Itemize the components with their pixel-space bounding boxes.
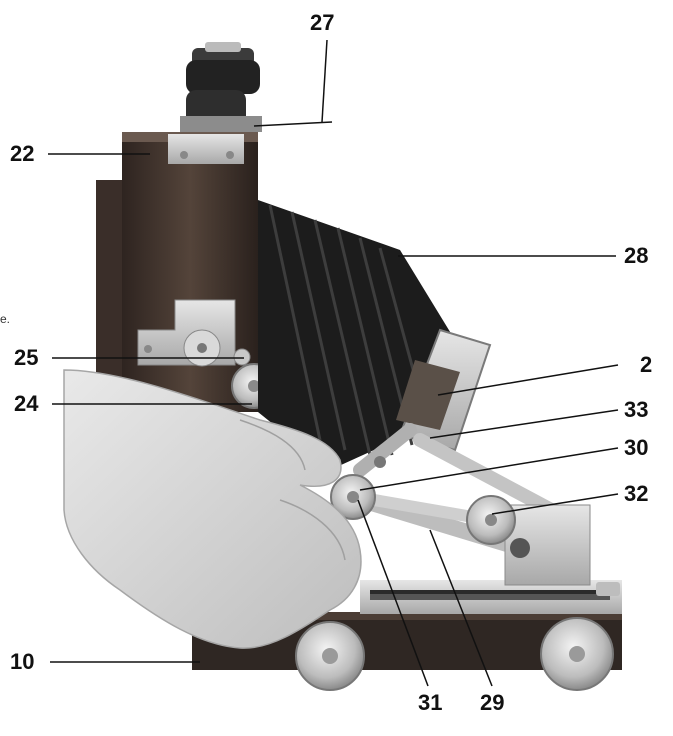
- callout-30: 30: [624, 435, 649, 460]
- leader-27b: [253, 121, 333, 127]
- callout-28: 28: [624, 243, 649, 268]
- callout-10: 10: [10, 649, 35, 674]
- callout-24: 24: [14, 391, 39, 416]
- callout-22: 22: [10, 141, 35, 166]
- top-handle: [180, 42, 262, 132]
- callout-32: 32: [624, 481, 649, 506]
- leader-30: [359, 447, 619, 491]
- callout-31: 31: [418, 690, 443, 715]
- stray-text: e.: [0, 312, 11, 326]
- camera-base: [192, 580, 622, 691]
- callout-2: 2: [640, 352, 653, 377]
- leader-27: [321, 39, 328, 123]
- leader-2: [437, 364, 619, 396]
- scissor-mechanism: [330, 423, 591, 586]
- rear-standard: [96, 132, 277, 412]
- leader-33: [429, 409, 619, 439]
- hand: [63, 369, 362, 649]
- callout-25: 25: [14, 345, 39, 370]
- leader-lines: [48, 39, 619, 687]
- lens-standard: [396, 328, 492, 452]
- leader-29: [429, 529, 493, 687]
- leader-31: [357, 499, 429, 687]
- leader-32: [491, 493, 619, 515]
- callout-27: 27: [310, 10, 335, 35]
- callout-33: 33: [624, 397, 649, 422]
- callout-29: 29: [480, 690, 505, 715]
